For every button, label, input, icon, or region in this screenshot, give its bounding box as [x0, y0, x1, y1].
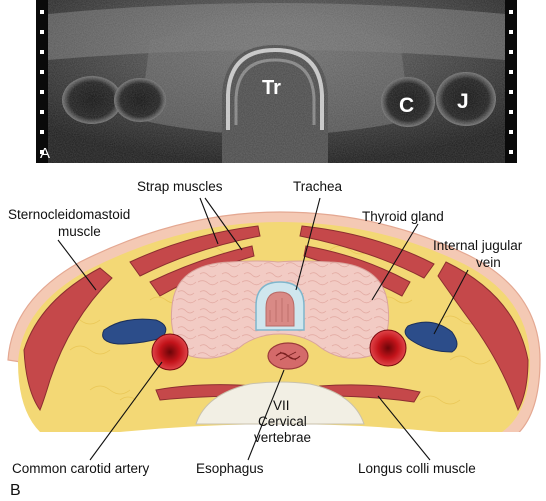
ultrasound-carotid-label: C: [399, 94, 414, 117]
thyroid-gland-label: Thyroid gland: [362, 209, 444, 224]
vertebra-number-label: VII: [273, 398, 290, 413]
panel-a-letter: A: [40, 145, 50, 162]
sternocleidomastoid-label: Sternocleidomastoid: [8, 207, 130, 222]
internal-jugular-vein-label-line2: vein: [476, 255, 501, 270]
ultrasound-jugular-label: J: [457, 90, 469, 113]
internal-jugular-vein-label: Internal jugular: [433, 238, 523, 253]
left-common-carotid-artery: [152, 334, 188, 370]
sternocleidomastoid-label-line2: muscle: [58, 224, 101, 239]
ultrasound-left-border: [36, 0, 48, 163]
ultrasound-panel: A Tr C J: [36, 0, 517, 163]
panel-b-letter: B: [10, 482, 21, 499]
longus-colli-label: Longus colli muscle: [358, 461, 476, 476]
ultrasound-right-border: [505, 0, 517, 163]
ultrasound-trachea-label: Tr: [262, 77, 281, 99]
cervical-label: Cervical: [258, 414, 307, 429]
vertebrae-label: vertebrae: [254, 430, 311, 445]
strap-muscles-label: Strap muscles: [137, 179, 223, 194]
esophagus-label: Esophagus: [196, 461, 264, 476]
common-carotid-artery-label: Common carotid artery: [12, 461, 150, 476]
trachea-label: Trachea: [293, 179, 343, 194]
right-common-carotid-artery: [370, 330, 406, 366]
anatomy-diagram-panel: Strap muscles Trachea Sternocleidomastoi…: [8, 179, 546, 499]
